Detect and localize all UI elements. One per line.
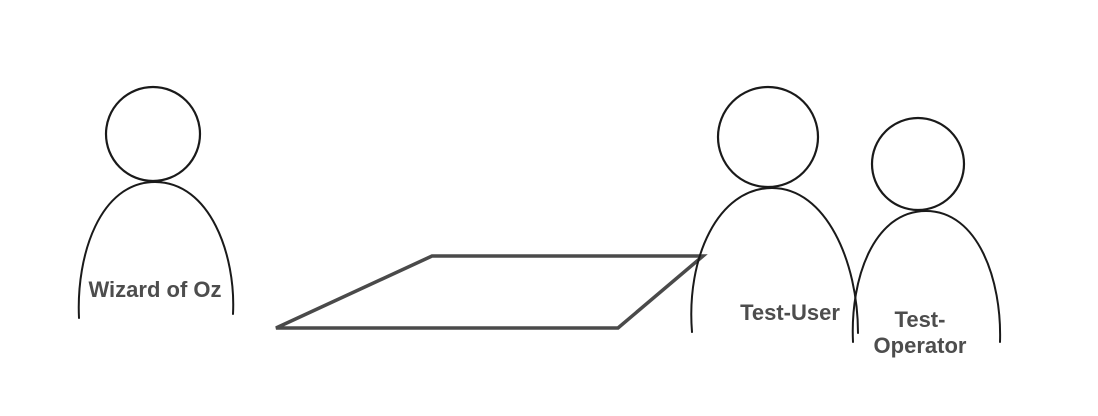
test-operator-label-line2: Operator [873,333,967,358]
test-user-head [716,85,820,189]
wizard-label: Wizard of Oz [88,277,222,302]
test-user-figure [690,85,859,334]
test-operator-figure [851,116,1002,343]
test-operator-body [851,210,1002,343]
test-operator-label-line1: Test- [894,307,946,332]
test-operator-label: Test- Operator [840,307,1000,359]
wizard-body [77,181,235,319]
test-user-label: Test-User [740,300,840,325]
test-operator-head [870,116,966,212]
table-surface [275,254,708,330]
wizard-figure [77,85,235,319]
wizard-head [104,85,202,183]
test-user-body [690,187,859,334]
